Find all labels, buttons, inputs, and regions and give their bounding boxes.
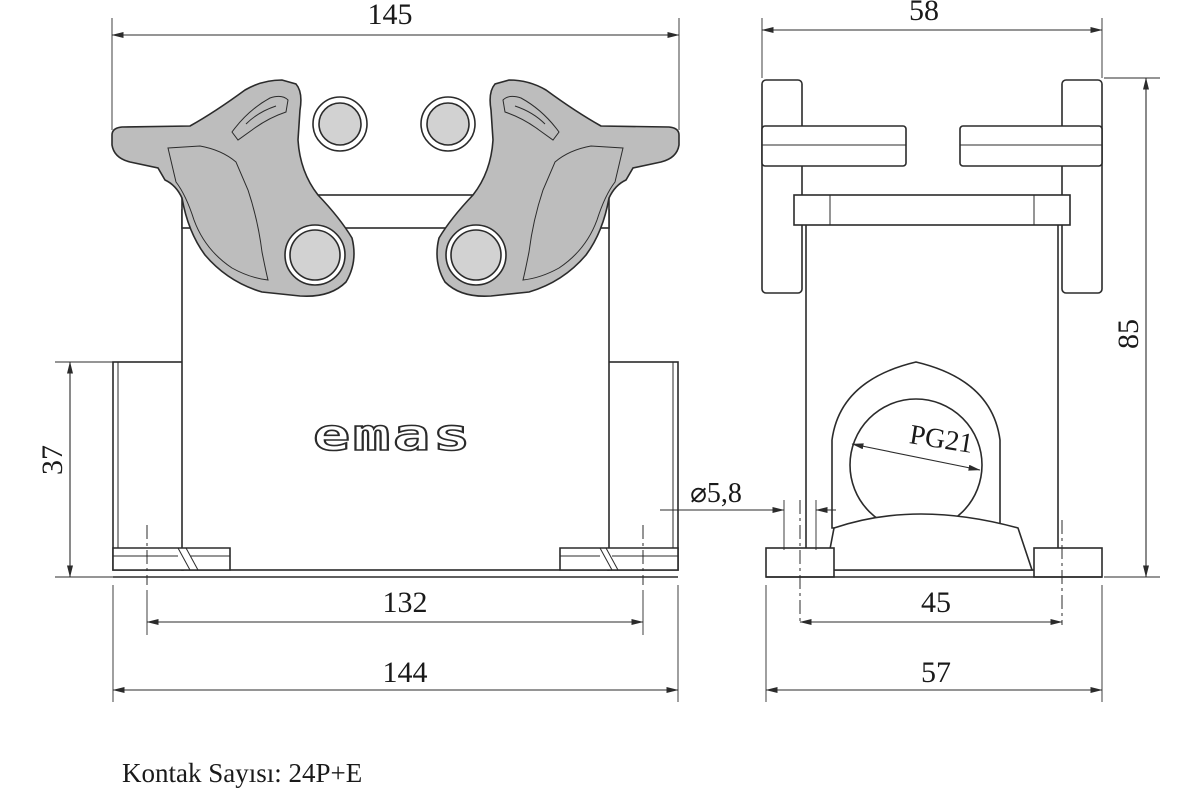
- dim-front-width-bottom: 144: [383, 656, 428, 689]
- right-lever-top-block: [959, 125, 1103, 167]
- dim-side-height: 85: [1112, 319, 1145, 349]
- hole-diameter-label: ⌀5,8: [690, 478, 742, 509]
- side-housing-collar: [793, 194, 1071, 226]
- right-lever-profile: [1061, 79, 1103, 294]
- dim-side-hole-spacing: 45: [921, 586, 951, 619]
- dim-front-width-top: 145: [368, 0, 413, 31]
- left-lever-top-block: [761, 125, 907, 167]
- front-view: emas 145 37 132 144: [36, 0, 680, 702]
- left-boss: [112, 361, 184, 571]
- side-view: PG21 ⌀5,8 58 85 45 57: [660, 0, 1160, 702]
- left-lever-profile: [761, 79, 803, 294]
- dim-side-width-bottom: 57: [921, 656, 951, 689]
- dim-side-width-top: 58: [909, 0, 939, 27]
- left-foot: [112, 547, 231, 571]
- right-foot: [559, 547, 679, 571]
- pg21-gland-opening: [849, 398, 983, 532]
- side-right-foot: [1033, 547, 1103, 578]
- dim-front-boss-height: 37: [36, 445, 69, 475]
- svg-text:emas: emas: [313, 410, 473, 461]
- contact-count-caption: Kontak Sayısı: 24P+E: [122, 758, 363, 788]
- dim-front-hole-spacing: 132: [383, 586, 428, 619]
- emas-logo: emas: [312, 409, 473, 462]
